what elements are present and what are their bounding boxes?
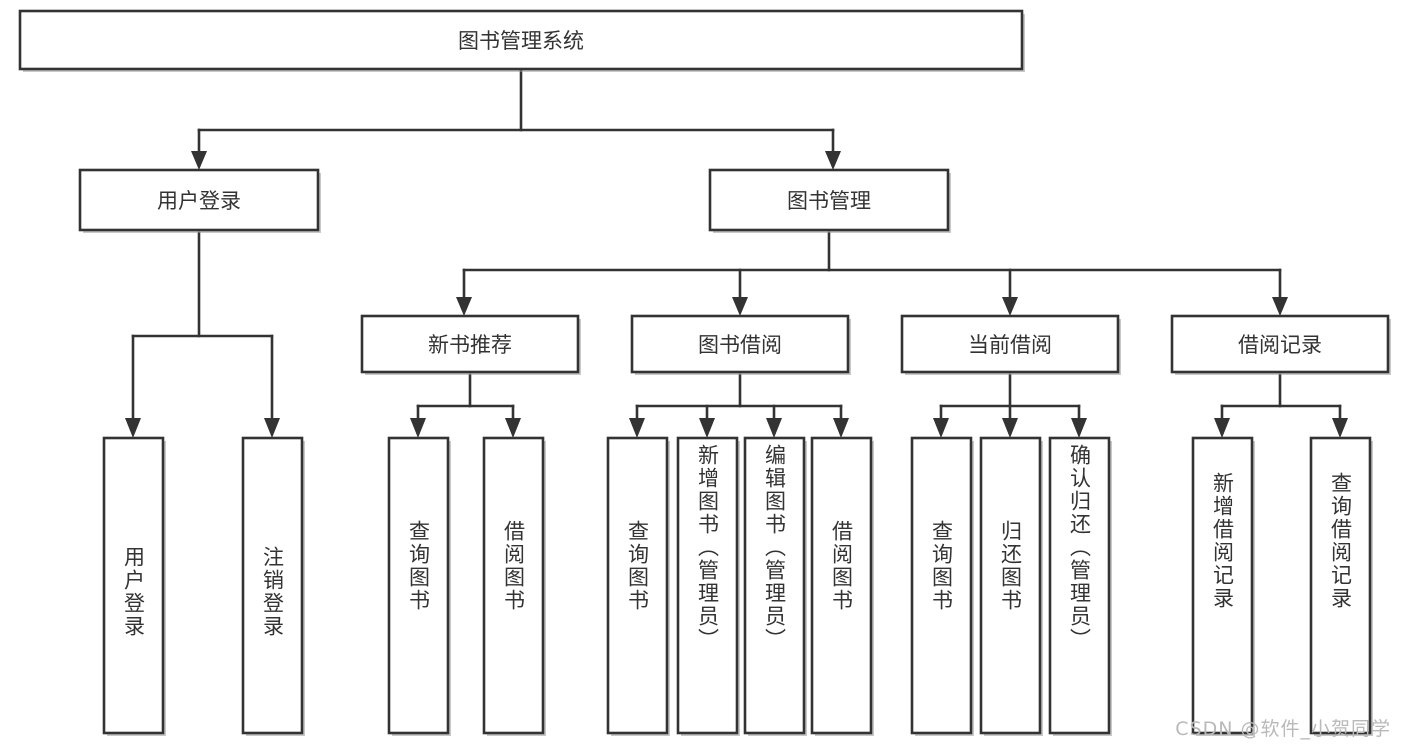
node-leaf-query-record[interactable] [1309,436,1373,736]
node-leaf-return-book[interactable] [979,436,1043,736]
node-leaf-borrow-book-2[interactable] [810,436,874,736]
arrowhead-borrow-record [1272,297,1288,316]
nodes-layer: 图书管理系统 用户登录 图书管理 新书推荐 图书 [18,9,1391,736]
node-leaf-confirm-return[interactable] [1048,436,1112,736]
edges-layer [125,67,1348,438]
node-user-login[interactable]: 用户登录 [78,168,321,233]
node-new-book-recommend-label: 新书推荐 [428,333,512,357]
arrowhead-leaf-confirm-return [1071,418,1087,438]
node-leaf-add-record[interactable] [1191,436,1255,736]
arrowhead-leaf-edit-book [766,418,782,438]
node-root-label: 图书管理系统 [458,29,584,53]
node-leaf-user-login[interactable] [102,436,166,736]
arrowhead-leaf-user-logout [264,418,280,438]
arrowhead-book-borrow [732,297,748,316]
arrowhead-leaf-add-book [699,418,715,438]
arrowhead-book-manage [825,151,841,170]
node-borrow-record-label: 借阅记录 [1238,333,1322,357]
node-user-login-label: 用户登录 [157,189,241,213]
node-book-borrow[interactable]: 图书借阅 [630,314,851,375]
arrowhead-leaf-query-book-3 [933,418,949,438]
node-leaf-query-book-3[interactable] [910,436,974,736]
node-leaf-add-book[interactable] [676,436,740,736]
arrowhead-user-login [191,151,207,170]
node-book-borrow-label: 图书借阅 [698,333,782,357]
node-leaf-edit-book[interactable] [743,436,807,736]
node-leaf-borrow-book-1[interactable] [482,436,546,736]
arrowhead-current-borrow [1002,297,1018,316]
arrowhead-leaf-query-book-2 [629,418,645,438]
node-leaf-query-book-1[interactable] [387,436,451,736]
arrowhead-leaf-query-record [1332,418,1348,438]
node-current-borrow[interactable]: 当前借阅 [900,314,1121,375]
node-leaf-user-logout[interactable] [241,436,305,736]
node-root[interactable]: 图书管理系统 [18,9,1025,72]
watermark-text: CSDN @软件_小贺同学 [1175,718,1391,740]
node-leaf-query-book-2[interactable] [606,436,670,736]
node-new-book-recommend[interactable]: 新书推荐 [360,314,581,375]
arrowhead-leaf-return-book [1002,418,1018,438]
arrowhead-leaf-user-login [125,418,141,438]
node-current-borrow-label: 当前借阅 [968,333,1052,357]
arrowhead-leaf-query-book-1 [410,418,426,438]
arrowhead-new-book-recommend [456,297,472,316]
node-book-manage-label: 图书管理 [787,189,871,213]
arrowhead-leaf-borrow-book-1 [505,418,521,438]
arrowhead-leaf-borrow-book-2 [833,418,849,438]
node-borrow-record[interactable]: 借阅记录 [1170,314,1391,375]
arrowhead-leaf-add-record [1214,418,1230,438]
node-book-manage[interactable]: 图书管理 [708,168,951,233]
